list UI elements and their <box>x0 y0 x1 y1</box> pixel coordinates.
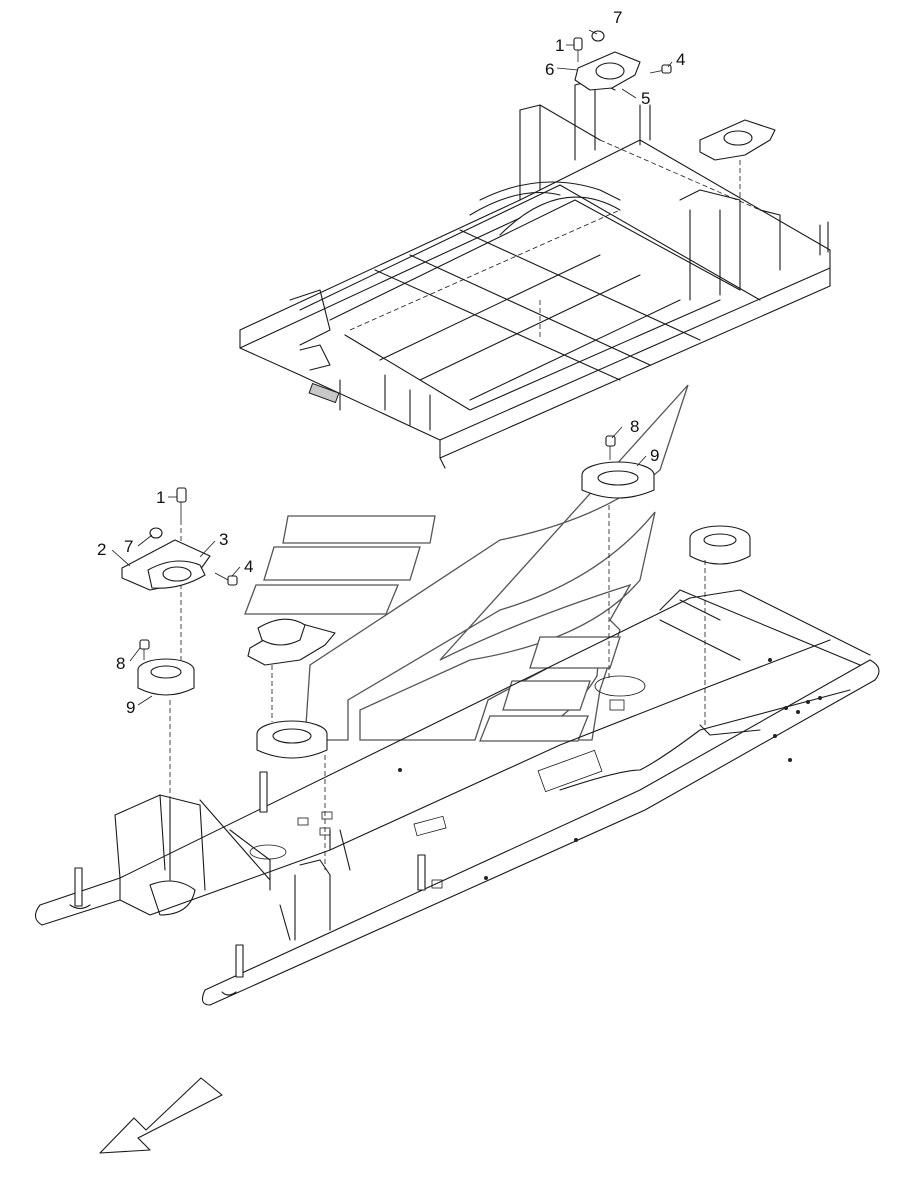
callout-1-top: 1 <box>555 36 564 55</box>
callout-9-right: 9 <box>650 446 659 465</box>
upper-ring-9 <box>581 461 655 499</box>
leader-lines <box>111 29 673 706</box>
lower-bolt-1 <box>176 487 187 520</box>
lower-clamp-3 <box>147 560 206 589</box>
callout-8-right: 8 <box>630 417 639 436</box>
callout-5-top: 5 <box>641 89 650 108</box>
lower-bolt-4 <box>214 572 238 586</box>
callout-4-top: 4 <box>676 50 685 69</box>
ring-middle <box>256 720 328 759</box>
upper-bolt-4 <box>649 64 672 74</box>
clamp-plate-upper-right <box>699 119 776 161</box>
callout-7-top: 7 <box>613 8 622 27</box>
callout-8-left: 8 <box>116 654 125 673</box>
direction-arrow-icon <box>99 1077 223 1154</box>
callout-labels: 7 1 4 6 5 8 9 1 3 2 7 4 8 9 <box>97 8 685 717</box>
lower-nut-7 <box>149 527 163 539</box>
lower-chassis <box>34 589 880 1006</box>
callout-1-left: 1 <box>156 488 165 507</box>
watermark-logo <box>244 384 689 742</box>
ring-lower-right <box>689 525 751 565</box>
callout-9-left: 9 <box>126 698 135 717</box>
upper-bolt-1 <box>573 37 583 62</box>
callout-6-top: 6 <box>545 60 554 79</box>
upper-nut-7 <box>591 30 605 42</box>
upper-clamp-6 <box>574 51 641 91</box>
callout-3-left: 3 <box>219 530 228 549</box>
clamp-plate-middle <box>247 618 336 666</box>
lower-ring-9 <box>137 658 195 696</box>
lower-bolt-8 <box>139 639 150 660</box>
callout-4-left: 4 <box>244 557 253 576</box>
upper-bolt-8 <box>605 435 616 460</box>
callout-2-left: 2 <box>97 540 106 559</box>
upper-frame <box>239 79 831 469</box>
callout-7-left: 7 <box>124 537 133 556</box>
